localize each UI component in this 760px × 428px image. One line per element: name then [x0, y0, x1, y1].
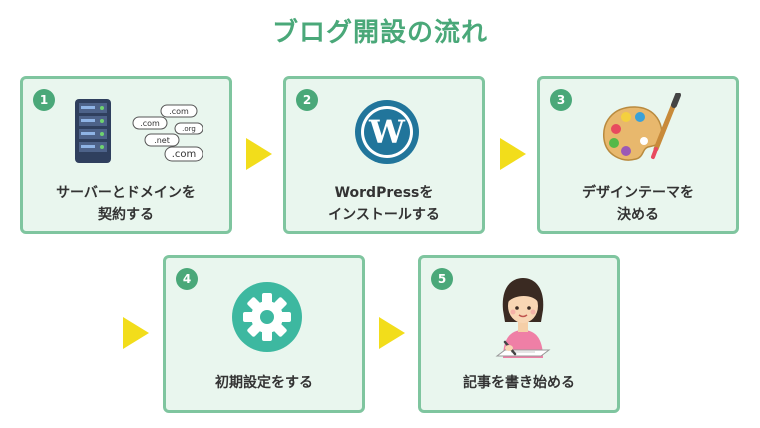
step-card-1: 1 .com .com .org .net: [20, 76, 232, 234]
step-badge-1: 1: [33, 89, 55, 111]
step-3-line-1: デザインテーマを: [582, 185, 694, 201]
server-domain-icon: .com .com .org .net .com: [75, 99, 203, 163]
step-badge-2: 2: [296, 89, 318, 111]
step-4-line-1: 初期設定をする: [215, 375, 313, 391]
step-label-3: デザインテーマを 決める: [540, 182, 736, 226]
step-label-1: サーバーとドメインを 契約する: [23, 182, 229, 226]
server-icon: [75, 99, 111, 163]
step-1-line-2: 契約する: [98, 207, 154, 223]
arrow-to-4: [123, 317, 149, 349]
step-card-3: 3 デザインテーマを 決める: [537, 76, 739, 234]
wordpress-logo-icon: W: [355, 100, 419, 164]
diagram-title: ブログ開設の流れ: [271, 18, 488, 48]
domain-tag-1: .com: [169, 107, 189, 116]
wordpress-letter: W: [368, 113, 406, 151]
step-3-line-2: 決める: [617, 207, 659, 223]
step-5-line-1: 記事を書き始める: [463, 375, 575, 391]
arrow-1-to-2: [246, 138, 272, 170]
step-card-4: 4 初期設定をする: [163, 255, 365, 413]
step-2-line-2: インストールする: [328, 207, 440, 223]
step-badge-4: 4: [176, 268, 198, 290]
step-2-line-1: WordPressを: [334, 185, 434, 201]
domain-tag-3: .org: [182, 125, 196, 133]
step-label-5: 記事を書き始める: [421, 372, 617, 394]
step-badge-5: 5: [431, 268, 453, 290]
step-1-line-1: サーバーとドメインを: [56, 185, 196, 201]
step-card-2: 2 W WordPressを インストールする: [283, 76, 485, 234]
domain-tag-5: .com: [172, 149, 197, 160]
domain-tag-2: .com: [140, 119, 160, 128]
writing-person-icon: [495, 278, 551, 358]
gear-icon: [232, 282, 302, 352]
step-label-2: WordPressを インストールする: [286, 182, 482, 226]
step-badge-3: 3: [550, 89, 572, 111]
paint-palette-icon: [603, 93, 681, 161]
step-label-4: 初期設定をする: [166, 372, 362, 394]
step-card-5: 5 記事を書き始める: [418, 255, 620, 413]
arrow-4-to-5: [379, 317, 405, 349]
domain-tags: [132, 104, 203, 162]
domain-tag-4: .net: [154, 136, 170, 145]
arrow-2-to-3: [500, 138, 526, 170]
